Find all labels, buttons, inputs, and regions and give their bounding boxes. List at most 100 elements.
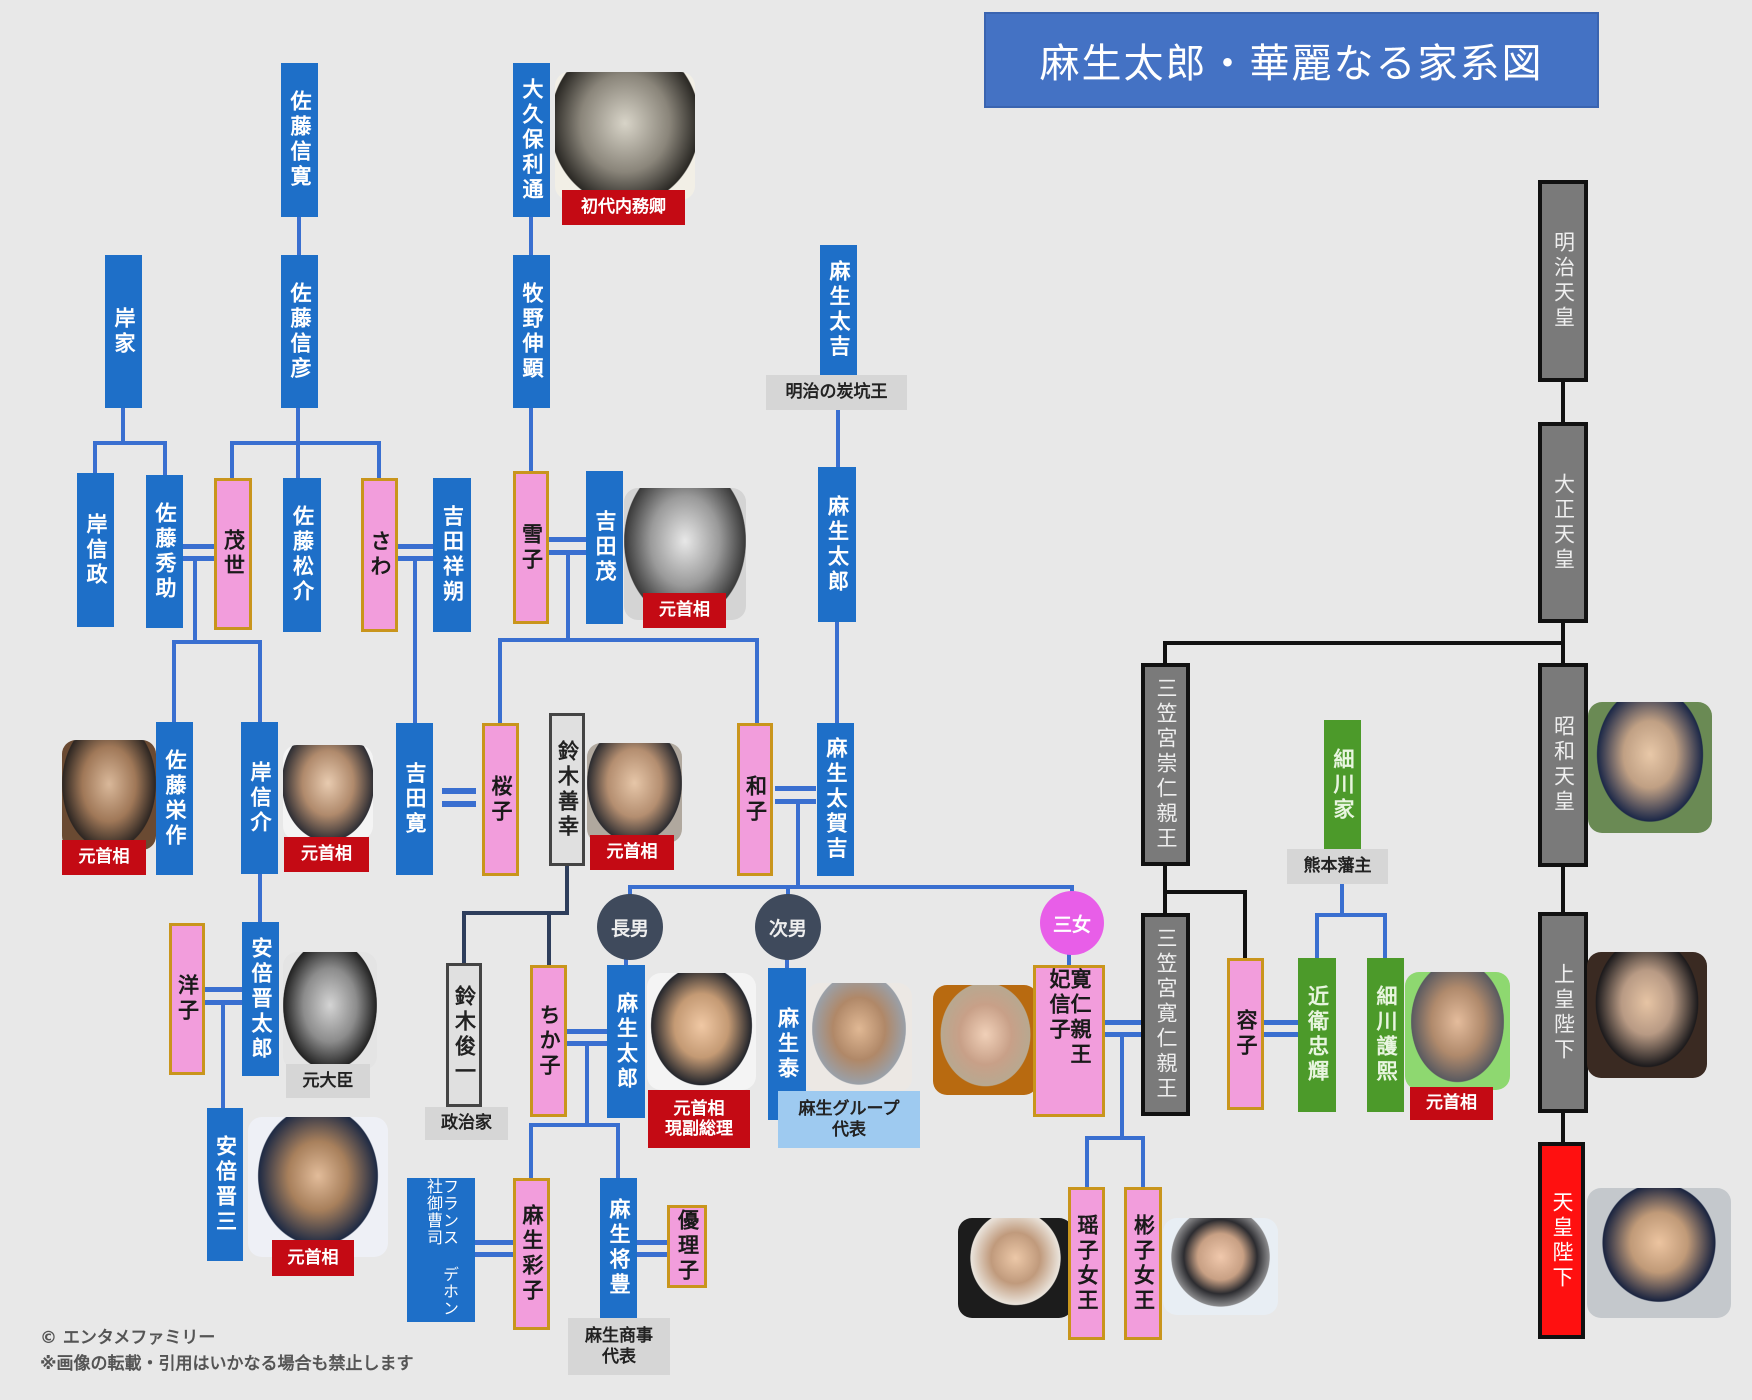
person-akiko: 彬子女王 (1124, 1187, 1162, 1340)
role-label-masatoyo: 麻生商事 代表 (568, 1318, 670, 1375)
person-mikasa-takahito: 三笠宮崇仁親王 (1141, 663, 1190, 866)
portrait-suzuki-zenko (587, 743, 682, 843)
person-sato-hidesuke: 佐藤秀助 (146, 475, 183, 628)
connector-line (585, 1044, 589, 1127)
connector-line (1561, 867, 1565, 913)
connector-line (1141, 1136, 1145, 1188)
person-aso-takakichi: 麻生太賀吉 (817, 723, 854, 876)
connector-line (529, 408, 533, 471)
marriage-line (183, 544, 214, 549)
connector-line (498, 638, 502, 724)
connector-line (547, 911, 551, 966)
marriage-line (183, 556, 214, 561)
marriage-line (475, 1240, 513, 1245)
connector-line (796, 802, 800, 889)
connector-line (566, 553, 570, 642)
portrait-aso-taro (647, 973, 756, 1090)
connector-line (296, 408, 300, 445)
role-label-sato-eisaku: 元首相 (62, 840, 146, 875)
connector-line (786, 885, 790, 897)
role-label-yoshida-shigeru: 元首相 (643, 593, 726, 628)
marriage-line (1264, 1032, 1298, 1037)
person-aso-taro-elder: 麻生太郎 (818, 467, 856, 622)
connector-line (1085, 1136, 1145, 1140)
page-title: 麻生太郎・華麗なる家系図 (984, 12, 1599, 108)
portrait-abe-shinzo (248, 1117, 388, 1257)
person-yoshida-hiroshi: 吉田寛 (396, 723, 433, 875)
connector-line (624, 958, 628, 966)
marriage-line (475, 1252, 513, 1257)
marriage-line (398, 544, 433, 549)
connector-line (835, 622, 839, 724)
role-label-abe-shinzo: 元首相 (272, 1240, 354, 1276)
portrait-kishi-nobusuke (283, 745, 373, 840)
portrait-emperor-current (1587, 1188, 1731, 1318)
connector-line (628, 885, 1074, 889)
badge-third-daughter: 三女 (1040, 891, 1104, 955)
person-aso-masatoyo: 麻生将豊 (600, 1178, 637, 1318)
person-kazuko: 和子 (737, 723, 773, 876)
connector-line (1070, 885, 1074, 895)
role-label-suzuki-zenko: 元首相 (590, 835, 674, 870)
portrait-yoko-mikasa (958, 1218, 1073, 1318)
person-emperor-showa: 昭和天皇 (1538, 663, 1588, 867)
role-label-takichi: 明治の炭坑王 (766, 375, 907, 410)
person-aso-taro: 麻生太郎 (607, 965, 645, 1118)
person-sato-matsusuke: 佐藤松介 (283, 478, 321, 632)
connector-line (193, 559, 197, 643)
portrait-akiko (1163, 1218, 1278, 1315)
badge-second-son: 次男 (755, 894, 821, 960)
marriage-line (549, 550, 586, 555)
footer: © エンタメファミリー ※画像の転載・引用はいかなる場合も禁止します (40, 1326, 560, 1377)
connector-line (1163, 890, 1247, 894)
role-label-line: 麻生商事 (585, 1326, 653, 1347)
portrait-okubo (555, 72, 695, 200)
role-label-okubo: 初代内務卿 (562, 190, 685, 225)
marriage-line (398, 556, 433, 561)
person-yoshida-shosaku: 吉田祥朔 (433, 478, 471, 632)
person-kishi-nobumasa: 岸信政 (77, 473, 114, 627)
person-sakurako: 桜子 (482, 723, 519, 876)
role-label-aso-taro: 元首相 現副総理 (648, 1090, 750, 1148)
person-okubo-toshimichi: 大久保利通 (513, 63, 550, 217)
marriage-line (1105, 1020, 1141, 1025)
person-aso-ayako: 麻生彩子 (513, 1178, 550, 1330)
connector-line (565, 866, 569, 914)
connector-line (1340, 884, 1344, 916)
role-label-line: 代表 (832, 1119, 866, 1140)
connector-line (172, 640, 262, 644)
person-nobuko: 寛仁親王 妃信子 (1033, 965, 1105, 1117)
connector-line (1561, 382, 1565, 424)
person-aso-takichi: 麻生太吉 (820, 245, 857, 375)
connector-line (258, 640, 262, 722)
connector-line (836, 410, 840, 468)
marriage-line (1264, 1020, 1298, 1025)
marriage-line (205, 1000, 242, 1005)
person-emperor-emeritus: 上皇陛下 (1538, 912, 1588, 1113)
connector-line (1163, 641, 1565, 645)
person-yasuko: 容子 (1227, 958, 1264, 1110)
portrait-hosokawa-morihiro (1405, 972, 1510, 1090)
connector-line (616, 1123, 620, 1179)
person-yoshida-shigeru: 吉田茂 (586, 471, 623, 624)
person-hosokawa-morihiro: 細川護熙 (1367, 958, 1404, 1112)
connector-line (221, 1003, 225, 1109)
connector-line (529, 217, 533, 255)
person-kishi-nobusuke: 岸信介 (241, 722, 278, 874)
marriage-line (1105, 1032, 1141, 1037)
person-emperor-taisho: 大正天皇 (1538, 422, 1588, 623)
connector-line (498, 638, 759, 642)
connector-line (258, 874, 262, 922)
connector-line (1561, 1113, 1565, 1143)
person-suzuki-shunichi: 鈴木俊一 (446, 963, 482, 1107)
person-kishi-family: 岸家 (105, 255, 142, 408)
connector-line (628, 885, 632, 897)
marriage-line (637, 1252, 667, 1257)
person-konoe-tadateru: 近衛忠輝 (1298, 958, 1336, 1112)
connector-line (1243, 890, 1247, 959)
marriage-line (775, 786, 816, 791)
role-label-aso-yutaka: 麻生グループ 代表 (778, 1091, 920, 1148)
role-label-suzuki-shunichi: 政治家 (425, 1107, 508, 1140)
person-french-heir: フランス デホン社御曹司 (407, 1178, 475, 1322)
connector-line (163, 441, 167, 475)
